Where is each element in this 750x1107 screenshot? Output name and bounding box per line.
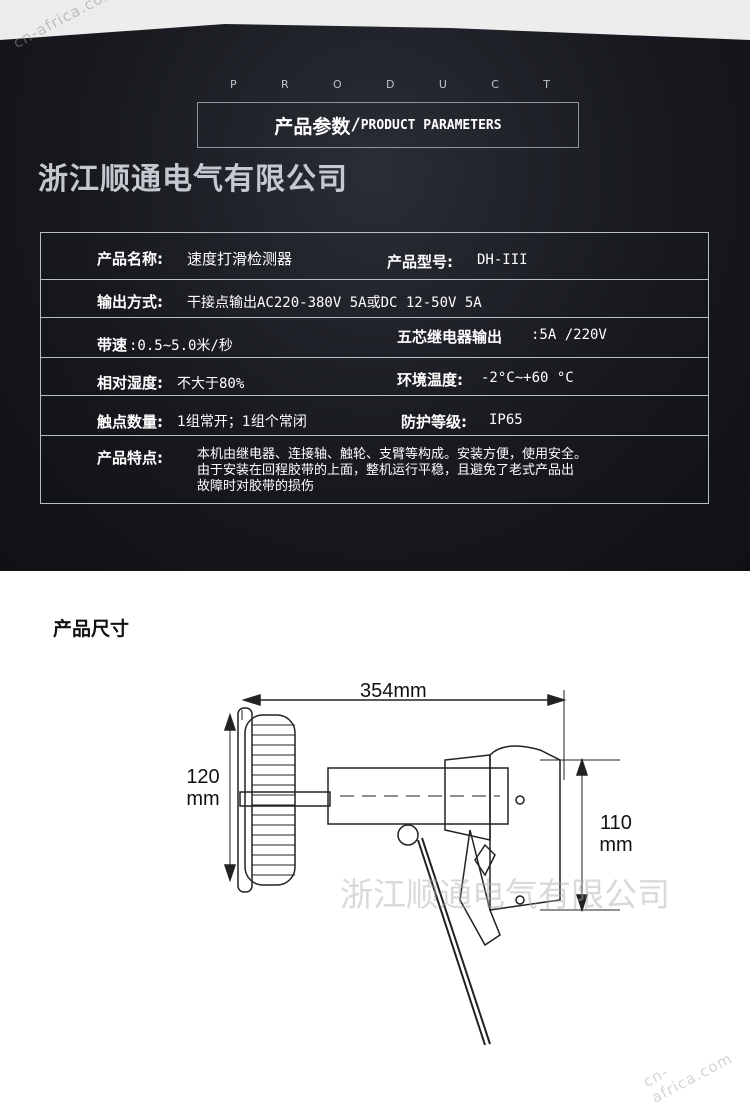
param-value: IP65 <box>489 412 523 428</box>
param-label: 输出方式: <box>97 293 163 311</box>
product-letter: P <box>230 78 237 91</box>
section-title: 产品参数 / PRODUCT PARAMETERS <box>197 102 579 148</box>
product-word: P R O D U C T <box>230 78 550 91</box>
param-label: 相对湿度: <box>97 374 163 392</box>
product-dimension-drawing <box>223 690 620 1046</box>
feature-line: 本机由继电器、连接轴、触轮、支臂等构成。安装方便，使用安全。 <box>197 447 588 462</box>
table-row: 触点数量: 1组常开；1组个常闭 防护等级: IP65 <box>41 395 708 436</box>
height-right-unit: mm <box>599 834 633 856</box>
param-value: 速度打滑检测器 <box>187 250 293 268</box>
company-name: 浙江顺通电气有限公司 <box>38 162 348 197</box>
wheel-grooves <box>252 724 295 876</box>
table-row: 产品名称: 速度打滑检测器 产品型号: DH-III <box>41 233 708 280</box>
param-label: 带速 <box>97 336 128 354</box>
product-letter: T <box>543 78 550 91</box>
product-letter: O <box>332 78 342 91</box>
top-white-band <box>0 0 750 40</box>
height-left-label: 120 mm <box>180 766 226 810</box>
param-value: -2°C~+60 °C <box>481 370 574 386</box>
param-value: 干接点输出AC220-380V 5A或DC 12-50V 5A <box>187 295 482 311</box>
wheel-outline <box>244 714 296 886</box>
param-label: 五芯继电器输出 <box>397 328 503 346</box>
feature-line: 故障时对胶带的损伤 <box>197 479 315 494</box>
table-row: 输出方式: 干接点输出AC220-380V 5A或DC 12-50V 5A <box>41 279 708 318</box>
table-row: 产品特点: 本机由继电器、连接轴、触轮、支臂等构成。安装方便，使用安全。 由于安… <box>41 435 708 503</box>
param-label: 触点数量: <box>97 413 163 431</box>
dimension-title: 产品尺寸 <box>53 618 130 640</box>
section-title-en: PRODUCT PARAMETERS <box>360 117 502 133</box>
product-letter: D <box>386 78 395 91</box>
param-value: 1组常开；1组个常闭 <box>177 414 307 430</box>
param-label: 防护等级: <box>401 413 467 431</box>
param-value: :0.5~5.0米/秒 <box>129 338 233 354</box>
center-watermark: 浙江顺通电气有限公司 <box>340 875 670 914</box>
param-label: 环境温度: <box>397 371 463 389</box>
param-label: 产品特点: <box>97 449 163 467</box>
feature-line: 由于安装在回程胶带的上面，整机运行平稳，且避免了老式产品出 <box>197 463 575 478</box>
parameter-table: 产品名称: 速度打滑检测器 产品型号: DH-III 输出方式: 干接点输出AC… <box>40 232 709 504</box>
feature-text: 本机由继电器、连接轴、触轮、支臂等构成。安装方便，使用安全。 由于安装在回程胶带… <box>197 447 587 495</box>
param-label: 产品型号: <box>387 253 453 271</box>
product-letter: U <box>438 78 447 91</box>
height-left-unit: mm <box>186 788 220 810</box>
product-letter: C <box>491 78 499 91</box>
height-right-value: 110 <box>600 812 632 834</box>
param-value: DH-III <box>477 252 528 268</box>
section-title-sep: / <box>350 115 361 135</box>
param-value: :5A /220V <box>531 327 607 343</box>
height-left-value: 120 <box>186 766 220 788</box>
table-row: 带速 :0.5~5.0米/秒 五芯继电器输出 :5A /220V <box>41 317 708 358</box>
table-row: 相对湿度: 不大于80% 环境温度: -2°C~+60 °C <box>41 357 708 396</box>
product-letter: R <box>280 78 289 91</box>
parameters-section: cn-africa.com P R O D U C T 产品参数 / PRODU… <box>0 0 750 571</box>
height-right-label: 110 mm <box>593 812 639 856</box>
width-dimension-label: 354mm <box>360 680 427 702</box>
param-value: 不大于80% <box>177 376 245 392</box>
param-label: 产品名称: <box>97 250 163 268</box>
section-title-cn: 产品参数 <box>274 115 351 138</box>
corner-watermark-bottom: cn-africa.com <box>640 1049 736 1107</box>
